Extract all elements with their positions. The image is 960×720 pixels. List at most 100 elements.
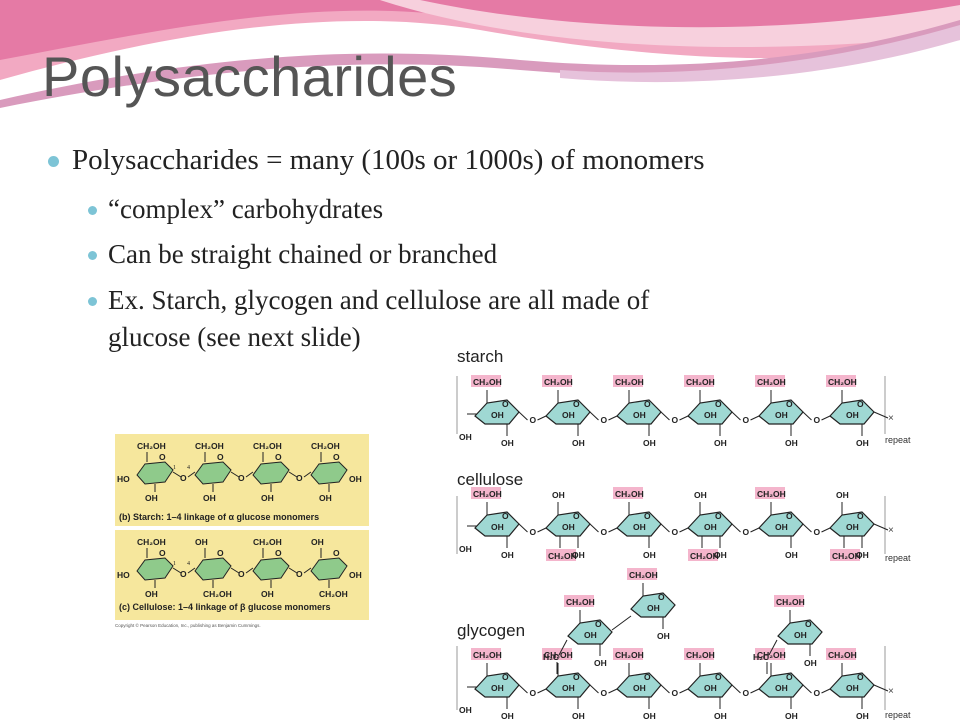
oh-label: OH [846,522,859,532]
ring-oxygen-label: O [275,452,282,462]
oh-label: OH [562,522,575,532]
ring-oxygen-label: O [217,452,224,462]
ch2oh-highlight [830,549,860,561]
glycosidic-bond [537,688,547,694]
bridge-oxygen-label: O [530,527,537,537]
bridge-oxygen-label: O [601,688,608,698]
glycosidic-bond [303,567,312,574]
bridge-oxygen-label: O [814,688,821,698]
glycosidic-bond [731,684,741,694]
ch2oh-highlight [613,487,643,499]
glycosidic-bond [679,688,689,694]
ch2oh-label: CH₂OH [544,377,573,387]
ring-oxygen-label: O [159,452,166,462]
branch-bond [611,615,632,631]
ring-oxygen-label: O [217,548,224,558]
ch2oh-label: CH₂OH [253,441,282,451]
ring-oxygen-label: O [644,511,651,521]
ring-oxygen-label: O [573,672,580,682]
oh-label: OH [804,658,817,668]
ch2oh-label: CH₂OH [473,489,502,499]
glucose-chair-ring [252,557,290,581]
oh-label: OH [856,550,869,560]
oh-label: OH [694,490,707,500]
ch2oh-highlight [471,375,501,387]
oh-label: OH [704,683,717,693]
oh-label: OH [145,589,158,599]
ch2oh-label: CH₂OH [319,589,348,599]
ring-oxygen-label: O [502,511,509,521]
oh-label: OH [203,493,216,503]
bridge-oxygen-label: O [743,527,750,537]
ring-oxygen-label: O [857,672,864,682]
glycosidic-bond [518,684,528,694]
glucose-chair-ring [136,557,174,581]
glycosidic-bond [230,567,240,574]
ch2oh-label: CH₂OH [686,377,715,387]
glycosidic-bond [288,471,298,478]
ring-oxygen-label: O [573,399,580,409]
ring-oxygen-label: O [715,399,722,409]
oh-label: OH [633,683,646,693]
bridge-oxygen-label: O [672,527,679,537]
glucose-chair-ring [194,557,232,581]
ch2oh-label: CH₂OH [757,377,786,387]
oh-label: OH [704,410,717,420]
oh-label: OH [846,683,859,693]
ch2oh-label: CH₂OH [828,650,857,660]
glycosidic-bond [802,684,812,694]
ch2oh-label: CH₂OH [544,650,573,660]
glycosidic-bond [230,471,240,478]
glycosidic-bond [821,688,831,694]
oh-label: OH [846,410,859,420]
ch2oh-label: CH₂OH [757,489,786,499]
ring-oxygen-label: O [644,672,651,682]
glycosidic-bond [750,688,760,694]
oh-label: OH [657,631,670,641]
oh-label: OH [643,711,656,720]
ch2oh-label: CH₂OH [253,537,282,547]
glycosidic-bond [288,567,298,574]
bullet-dot [88,297,97,306]
bridge-oxygen-label: O [238,473,245,483]
glycosidic-bond [821,415,831,421]
ch2oh-label: CH₂OH [615,489,644,499]
carbon-number-label: 1 [173,465,176,471]
ch2oh-label: CH₂OH [615,377,644,387]
oh-label: OH [261,493,274,503]
h2c-label: H₂C [543,652,559,662]
starch-caption: (b) Starch: 1–4 linkage of α glucose mon… [119,512,319,522]
glycosidic-bond [245,471,254,478]
bridge-oxygen-label: O [238,569,245,579]
ring-oxygen-label: O [786,511,793,521]
header-wave-decoration [0,0,960,108]
ring-oxygen-label: O [715,511,722,521]
linkage-line [873,523,889,531]
branch-bond [558,639,568,656]
copyright-line: Copyright © Pearson Education, Inc., pub… [115,622,261,628]
ho-label: HO [117,570,130,580]
glycosidic-bond [821,527,831,533]
bullet-text: Polysaccharides = many (100s or 1000s) o… [72,144,705,176]
glycosidic-bond [608,688,618,694]
ring-oxygen-label: O [595,619,602,629]
ch2oh-label: CH₂OH [195,441,224,451]
glycosidic-bond [537,527,547,533]
bridge-oxygen-label: O [530,415,537,425]
chain-continuation-mark: × [888,413,894,424]
copyright-text: Copyright © Pearson Education, Inc., pub… [115,622,261,628]
oh-label: OH [775,522,788,532]
ch2oh-highlight [688,549,718,561]
ch2oh-label: CH₂OH [690,551,719,561]
ch2oh-label: CH₂OH [757,650,786,660]
glycosidic-bond [303,471,312,478]
glycosidic-bond [518,523,528,533]
oh-label: OH [714,711,727,720]
ch2oh-label: CH₂OH [203,589,232,599]
glycosidic-bond [245,567,254,574]
cellulose-repeat-label: repeat [885,553,911,563]
oh-label: OH [785,438,798,448]
glycosidic-bond [589,411,599,421]
oh-label: OH [459,705,472,715]
ch2oh-highlight [613,375,643,387]
